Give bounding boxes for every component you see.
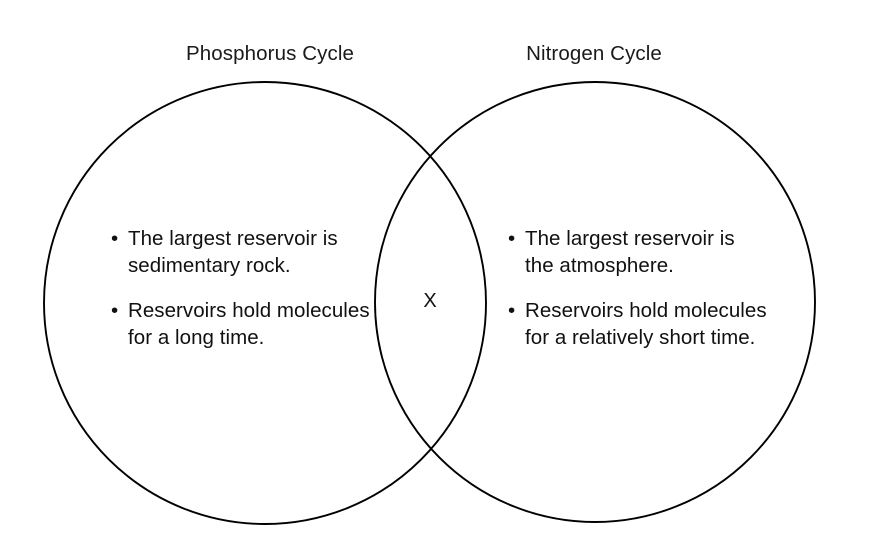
list-item-text: Reservoirs hold molecules for a long tim… — [128, 299, 370, 349]
bullet-dot-icon: • — [508, 227, 516, 250]
list-item: • Reservoirs hold molecules for a relati… — [500, 298, 768, 351]
left-circle-outline — [43, 81, 487, 525]
left-circle-bullet-list: • The largest reservoir is sedimentary r… — [103, 226, 371, 351]
right-circle-outline — [374, 81, 816, 523]
bullet-dot-icon: • — [508, 299, 516, 322]
left-circle-title: Phosphorus Cycle — [186, 42, 354, 65]
list-item: • The largest reservoir is the atmospher… — [500, 226, 768, 279]
bullet-dot-icon: • — [111, 227, 119, 250]
list-item: • The largest reservoir is sedimentary r… — [103, 226, 371, 279]
right-circle-bullet-list: • The largest reservoir is the atmospher… — [500, 226, 768, 351]
list-item: • Reservoirs hold molecules for a long t… — [103, 298, 371, 351]
list-item-text: The largest reservoir is sedimentary roc… — [128, 227, 338, 277]
bullet-dot-icon: • — [111, 299, 119, 322]
list-item-text: The largest reservoir is the atmosphere. — [525, 227, 735, 277]
overlap-region-label: X — [423, 290, 437, 312]
list-item-text: Reservoirs hold molecules for a relative… — [525, 299, 767, 349]
right-circle-title: Nitrogen Cycle — [526, 42, 662, 65]
